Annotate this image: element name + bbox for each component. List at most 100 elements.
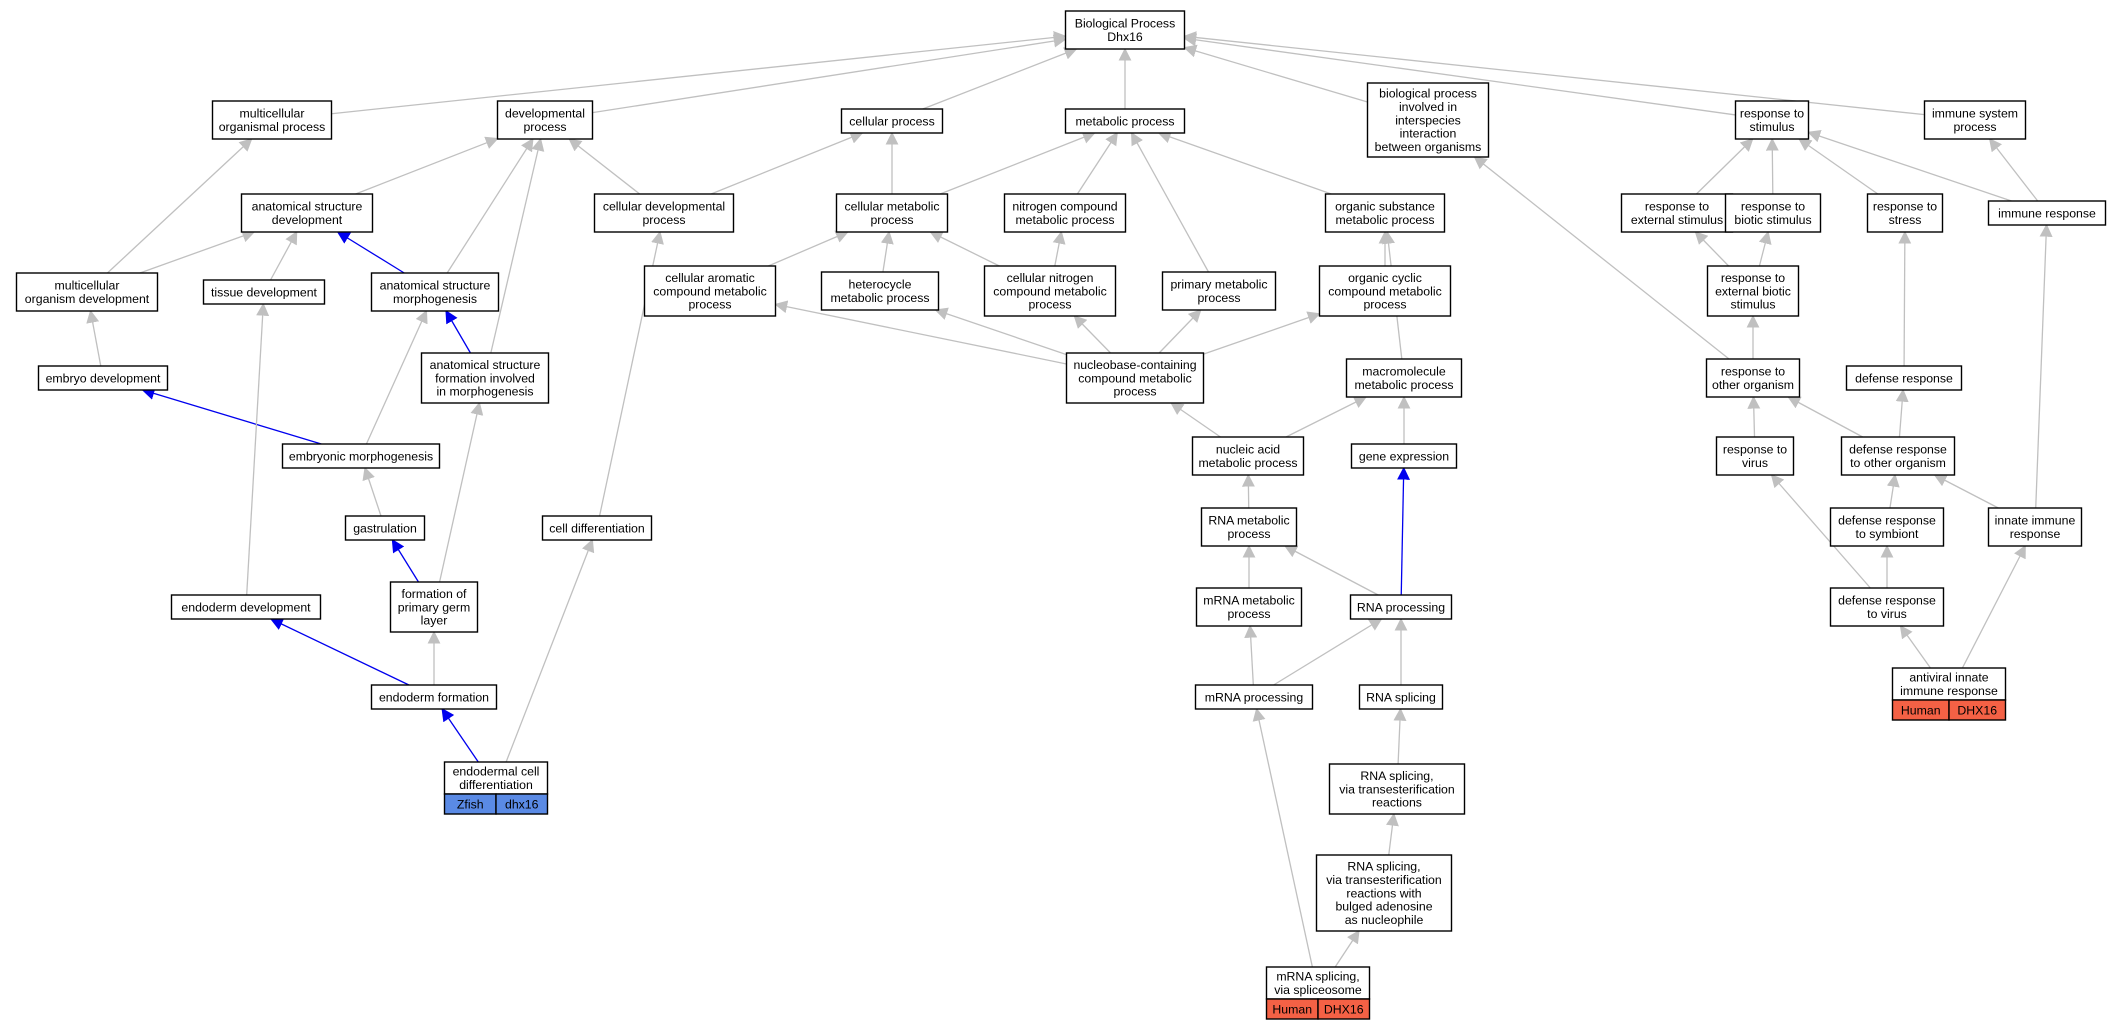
node-cell_proc[interactable]: cellular process (840, 108, 944, 134)
edge-gastrulation-to-embryonic_morph (362, 466, 382, 517)
node-label-line: multicellular (55, 279, 120, 293)
node-gene_exp[interactable]: gene expression (1350, 443, 1458, 469)
node-endo_form[interactable]: endoderm formation (370, 684, 498, 710)
node-box (1349, 594, 1453, 620)
node-label-line: immune system (1932, 107, 2018, 121)
edge-rna_spl_bulged-to-rna_spl_trans (1385, 812, 1399, 856)
node-label-line: embryo development (46, 371, 161, 385)
node-endo_dev[interactable]: endoderm development (170, 594, 322, 620)
edge-innate-to-imm_resp (2035, 223, 2053, 509)
node-box (1065, 352, 1205, 404)
tag-species-label: Human (1272, 1002, 1312, 1016)
node-rna_spl_bulged[interactable]: RNA splicing,via transesterificationreac… (1315, 854, 1453, 932)
node-box (1829, 507, 1945, 547)
node-imm_resp[interactable]: immune response (1987, 200, 2107, 226)
edge-def_resp-to-resp_stress (1898, 230, 1912, 367)
node-label-line: process (1227, 527, 1270, 541)
edge-mrna_spl-to-mrna_proc (1252, 707, 1314, 968)
node-rna_splicing[interactable]: RNA splicing (1358, 684, 1444, 710)
edge-cell_nitro-to-cell_met (929, 231, 1000, 267)
node-cell_diff[interactable]: cell differentiation (541, 515, 653, 541)
edge-imm_resp-to-resp_stim (1807, 129, 2012, 202)
node-box (170, 594, 322, 620)
node-embryonic_morph[interactable]: embryonic morphogenesis (281, 443, 441, 469)
node-label-line: anatomical structure (252, 200, 363, 214)
node-rna_spl_trans[interactable]: RNA splicing,via transesterificationreac… (1328, 763, 1466, 815)
node-box (1829, 587, 1945, 627)
node-label-line: process (1227, 607, 1270, 621)
node-box (1987, 507, 2083, 547)
node-met_proc[interactable]: metabolic process (1064, 108, 1186, 134)
node-label-line: RNA metabolic (1208, 514, 1289, 528)
node-box (1358, 684, 1444, 710)
node-box (1195, 587, 1303, 627)
node-box (1161, 271, 1277, 311)
tag-species-label: Human (1901, 703, 1941, 717)
edge-def_symb-to-def_other (1886, 473, 1900, 509)
node-label-line: compound metabolic (1078, 371, 1191, 385)
node-box (1845, 365, 1963, 391)
node-label-line: process (1113, 385, 1156, 399)
edge-resp_stim-to-bp (1183, 33, 1736, 116)
node-def_resp[interactable]: defense response (1845, 365, 1963, 391)
tag-gene-cell (495, 793, 549, 815)
edge-anat_dev-to-dev_proc (355, 136, 499, 195)
node-label-line: bulged adenosine (1335, 900, 1432, 914)
node-embryo_dev[interactable]: embryo development (37, 365, 169, 391)
node-label-line: process (642, 213, 685, 227)
edge-anat_morph-to-dev_proc (446, 137, 534, 274)
node-label-line: endoderm development (181, 600, 311, 614)
node-label-line: response to (1721, 271, 1785, 285)
node-label-line: virus (1742, 456, 1768, 470)
node-label-line: compound metabolic (653, 284, 766, 298)
node-label-line: biological process (1379, 87, 1477, 101)
node-gastrulation[interactable]: gastrulation (344, 515, 426, 541)
edge-nucleobase-to-hetero_met (934, 307, 1067, 356)
edge-embryonic_morph-to-anat_morph (365, 309, 428, 445)
edge-resp_other-to-interspecies (1473, 156, 1730, 360)
node-rna_proc[interactable]: RNA processing (1349, 594, 1453, 620)
node-mrna_proc[interactable]: mRNA processing (1194, 684, 1314, 710)
node-tissue_dev[interactable]: tissue development (202, 279, 326, 305)
node-box (1734, 100, 1810, 140)
tag-gene-label: DHX16 (1957, 703, 1997, 717)
